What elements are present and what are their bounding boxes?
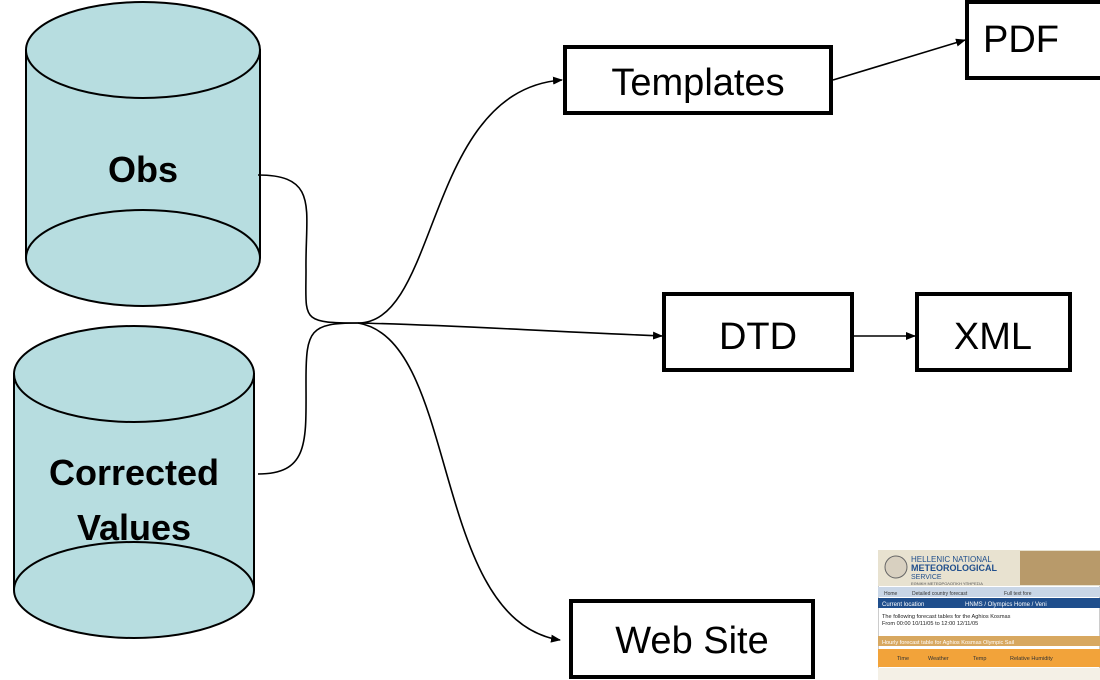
website-node: Web Site — [569, 599, 815, 679]
thumbnail-org-line2: METEOROLOGICAL — [911, 563, 997, 573]
thumbnail-tab-detailed: Detailed country forecast — [912, 591, 968, 597]
obs-cylinder-body — [25, 49, 261, 307]
thumbnail-table-caption: Hourly forecast table for Aghios Kosmas … — [882, 640, 1014, 646]
thumbnail-org-line3: SERVICE — [911, 574, 942, 581]
xml-node: XML — [915, 292, 1072, 372]
corrected-cylinder-inner-arc — [13, 541, 255, 591]
corrected-cylinder-top — [13, 325, 255, 423]
website-box — [569, 599, 815, 679]
obs-cylinder-top — [25, 1, 261, 99]
xml-label: XML — [954, 316, 1032, 358]
dtd-label: DTD — [719, 316, 797, 358]
website-arrow — [357, 322, 561, 643]
thumbnail-tab-home: Home — [884, 591, 898, 597]
dtd-box — [662, 292, 854, 372]
obs-cylinder-inner-arc — [25, 209, 261, 259]
thumbnail-nav-left: Current location — [882, 602, 924, 608]
thumbnail-org-line1: HELLENIC NATIONAL — [911, 555, 992, 564]
obs-label: Obs — [108, 149, 178, 190]
xml-box — [915, 292, 1072, 372]
thumbnail-tab-fulltext: Full text fore — [1004, 591, 1032, 597]
thumbnail-table-caption-band — [878, 636, 1100, 646]
thumbnail-col-humidity: Relative Humidity — [1010, 656, 1053, 662]
pdf-node: PDF — [965, 0, 1100, 80]
thumbnail-col-temp: Temp — [973, 656, 986, 662]
corrected-label-line1: Corrected — [49, 452, 219, 493]
obs-connector — [257, 174, 359, 324]
thumbnail-nav-bar — [878, 598, 1100, 608]
thumbnail-tab-bar — [878, 587, 1100, 597]
corrected-values-database: Corrected Values — [13, 325, 255, 639]
corrected-cylinder-body — [13, 373, 255, 639]
dtd-arrow — [357, 322, 663, 340]
corrected-connector — [257, 322, 359, 475]
templates-box — [563, 45, 833, 115]
templates-label: Templates — [611, 62, 784, 104]
thumbnail-nav-right: HNMS / Olympics Home / Veni — [965, 602, 1047, 608]
templates-arrow — [357, 76, 563, 324]
thumbnail-table-header — [878, 649, 1100, 667]
pdf-label: PDF — [983, 19, 1059, 61]
thumbnail-intro-line1: The following forecast tables for the Ag… — [882, 614, 1011, 620]
corrected-label-line2: Values — [77, 507, 191, 548]
pdf-arrow — [832, 38, 966, 81]
thumbnail-table-body — [878, 668, 1100, 680]
thumbnail-col-time: Time — [897, 656, 909, 662]
obs-database: Obs — [25, 1, 261, 307]
thumbnail-col-weather: Weather — [928, 656, 949, 662]
thumbnail-logo-icon — [884, 555, 908, 579]
website-thumbnail: HELLENIC NATIONAL METEOROLOGICAL SERVICE… — [878, 550, 1100, 680]
thumbnail-org-line4: ΕΘΝΙΚΗ ΜΕΤΕΩΡΟΛΟΓΙΚΗ ΥΠΗΡΕΣΙΑ — [911, 581, 983, 586]
pdf-box — [965, 0, 1100, 80]
dtd-node: DTD — [662, 292, 854, 372]
thumbnail-header-photo — [1020, 551, 1100, 585]
templates-node: Templates — [563, 45, 833, 115]
thumbnail-intro-line2: From 00:00 10/11/05 to 12:00 12/11/05 — [882, 621, 978, 627]
website-label: Web Site — [615, 620, 768, 662]
